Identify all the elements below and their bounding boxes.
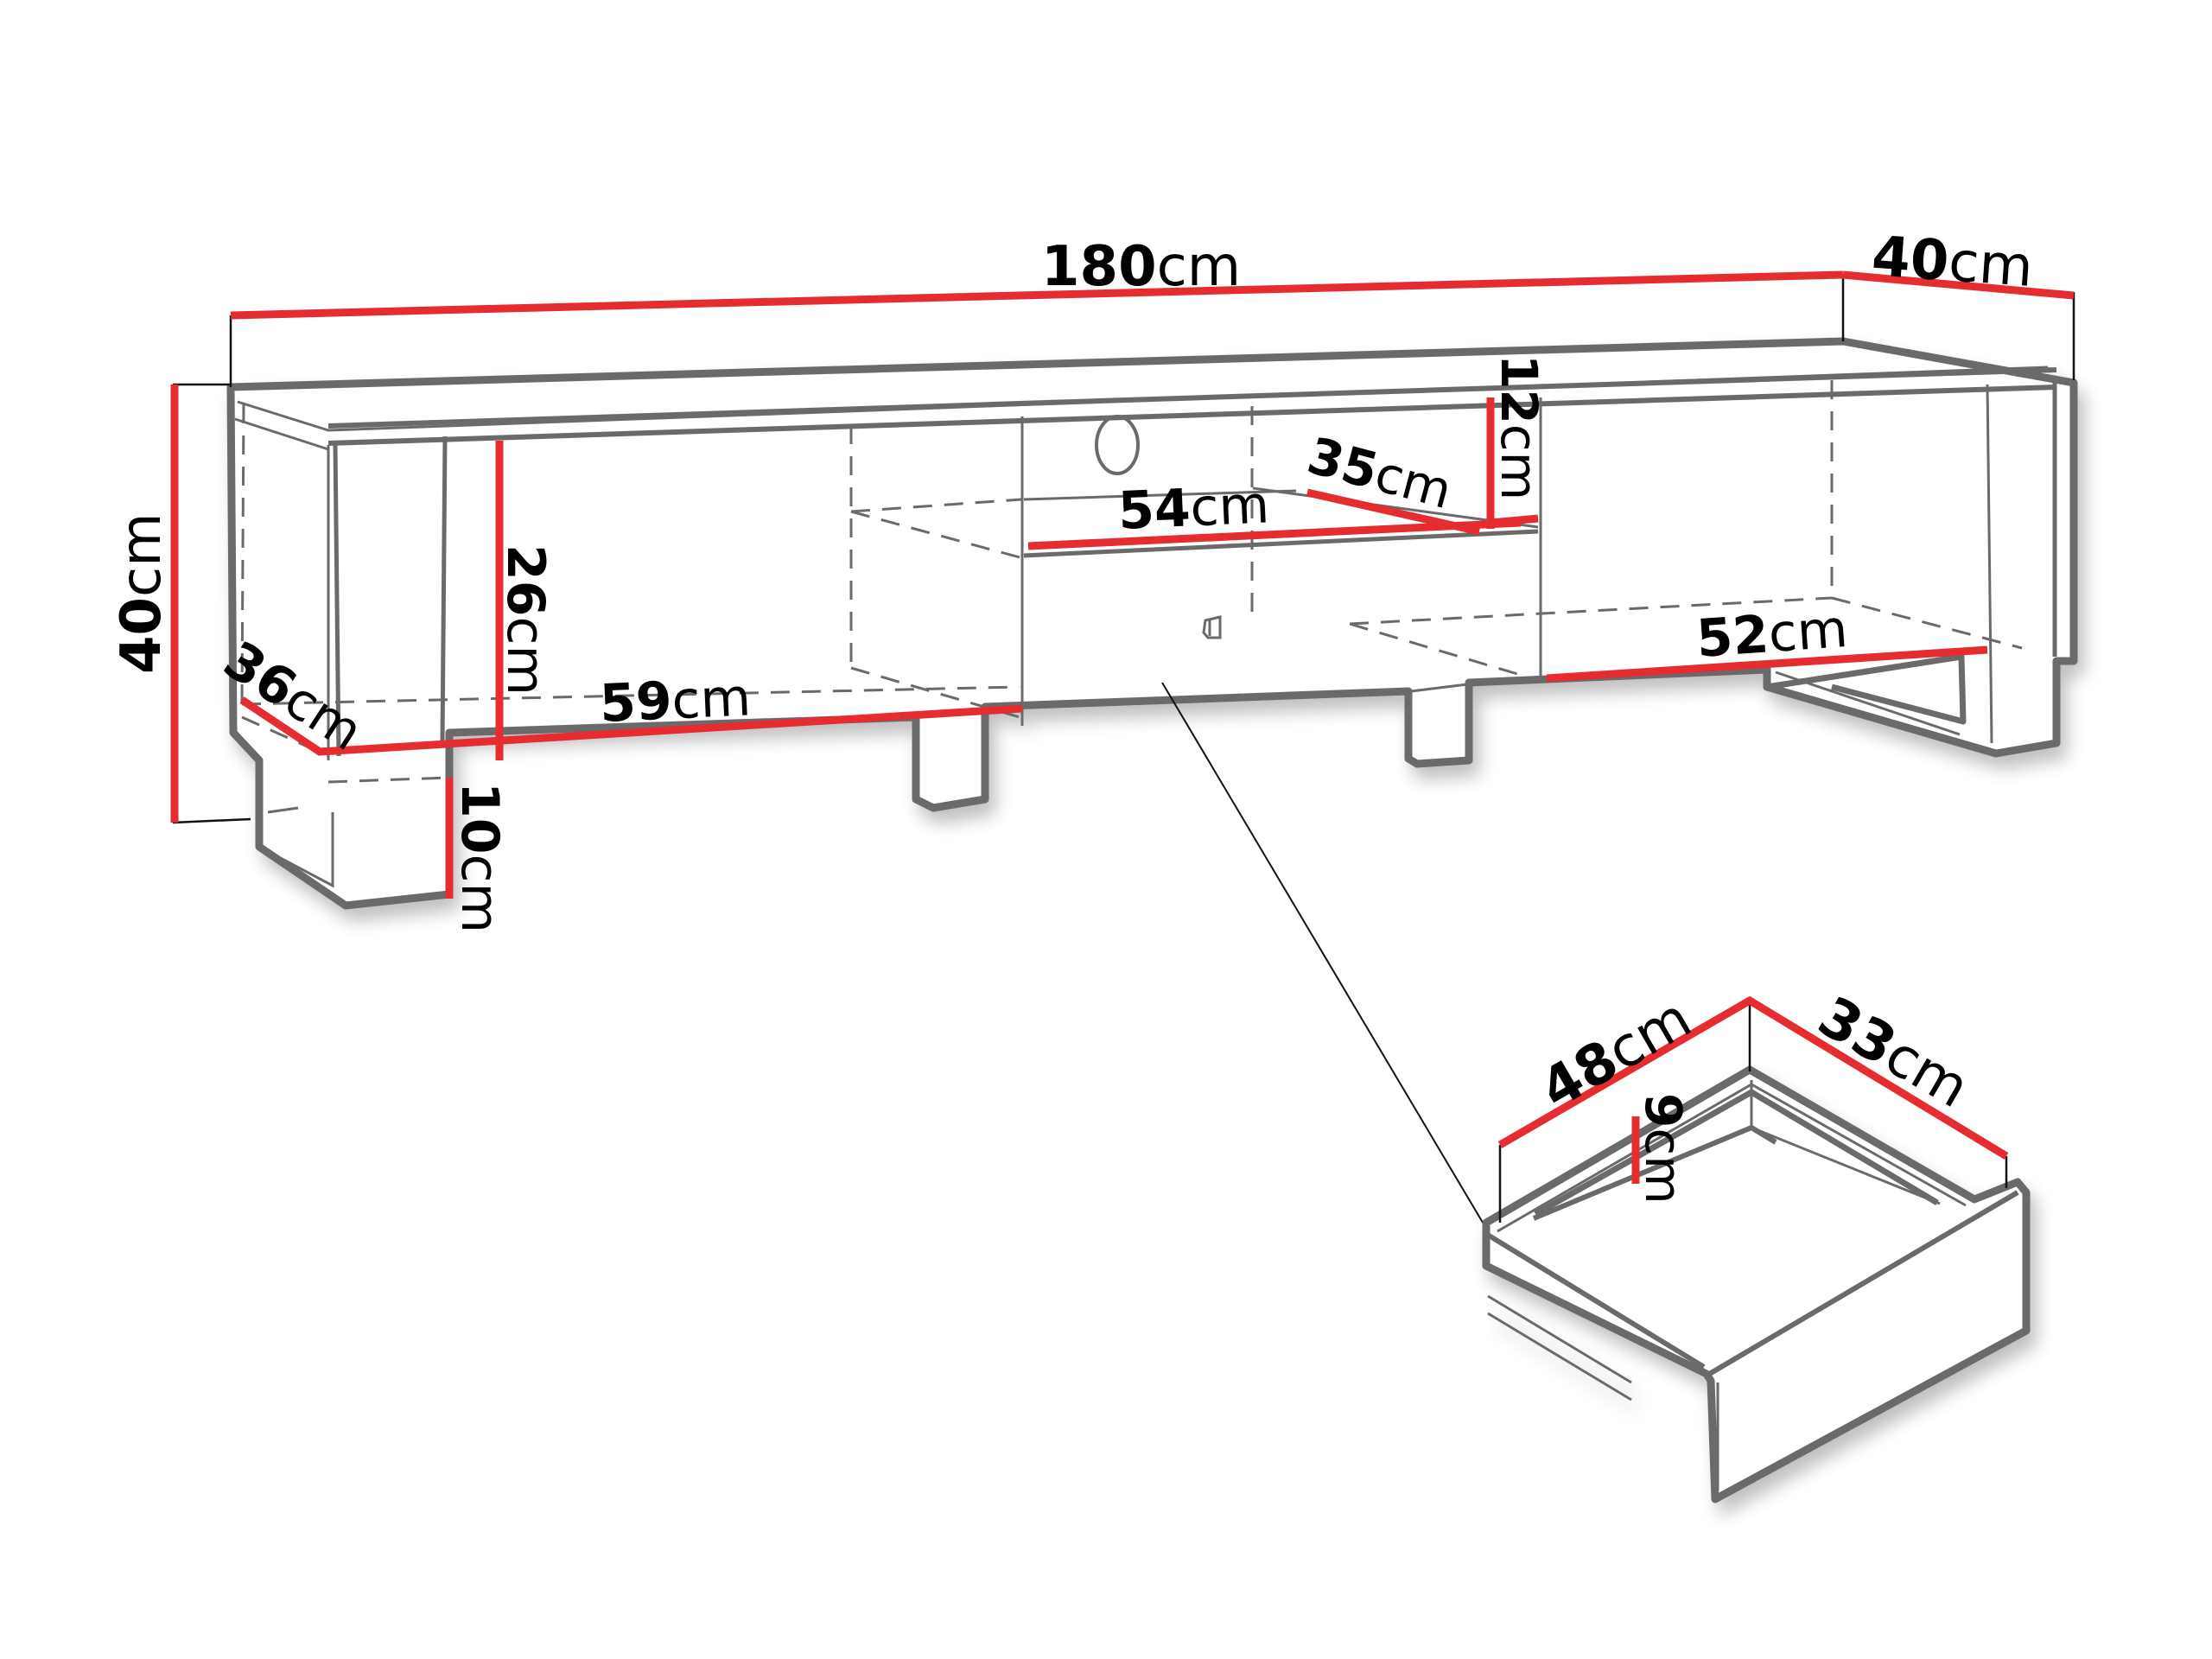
label-drawer-depth: 33cm (1808, 985, 1980, 1121)
label-overall-width: 180cm (1041, 235, 1241, 299)
label-drawer-height: 9cm (1634, 1093, 1693, 1205)
drawer-leader-line (1161, 682, 1489, 1232)
cable-hole-icon (1095, 415, 1140, 475)
dim-line-side-depth-and-59 (239, 696, 1023, 756)
leg-2-top (1410, 683, 1468, 693)
label-leg-height: 10cm (449, 782, 510, 933)
dim-line-overall-width (230, 270, 1844, 320)
label-overall-height: 40cm (110, 512, 174, 674)
top-front-edge (327, 367, 2057, 429)
right-panel-inner (1986, 384, 1993, 744)
dim-line-drawer-width-depth (1497, 995, 2009, 1160)
tv-cabinet-drawing (226, 337, 2078, 910)
drawer-front-top (1705, 1190, 2019, 1378)
dim-line-overall-depth (1842, 270, 2075, 300)
middle-shelf-back (1023, 489, 1297, 501)
label-middle-top-height: 12cm (1490, 354, 1548, 500)
left-panel-inner (440, 435, 448, 744)
top-side-edge (234, 417, 329, 451)
left-leg-detail (267, 806, 299, 814)
drawer-handle-icon (1202, 615, 1222, 639)
dim-line-right-compartment-width (1546, 645, 1988, 683)
cabinet-outline (226, 337, 2078, 910)
left-panel-front (333, 444, 341, 757)
left-leg-inner (257, 773, 334, 888)
right-hidden-floor (1349, 596, 1833, 626)
dim-line-middle-shelf-depth (1306, 488, 1480, 536)
label-right-compartment-width: 52cm (1694, 599, 1849, 670)
left-hidden-lower (327, 776, 450, 784)
left-hidden-edge (240, 404, 245, 705)
dim-line-middle-shelf-width (1027, 518, 1522, 550)
label-middle-shelf-width: 54cm (1117, 474, 1271, 542)
middle-hidden-shelf (850, 498, 1022, 513)
right-hidden-diag (1349, 622, 1541, 683)
right-leg-inner (1766, 653, 1967, 725)
drawer-side-groove-1 (1487, 1294, 1632, 1384)
top-under-edge (327, 385, 2057, 446)
drawer-drawing (1482, 1065, 2031, 1503)
label-compartment-height: 26cm (495, 544, 556, 696)
drawer-left-top-edge (1484, 1231, 1706, 1370)
left-hidden-floor (241, 685, 1020, 706)
label-overall-depth: 40cm (1870, 225, 2035, 300)
middle-shelf-front (1023, 529, 1539, 558)
drawer-floor-right (1751, 1126, 1941, 1205)
drawer-side-groove-2 (1487, 1312, 1632, 1402)
dim-line-middle-top-foot (1490, 514, 1539, 527)
ext-line-height-bottom (172, 817, 251, 824)
label-left-compartment-width: 59cm (599, 667, 753, 734)
right-leg-detail (1775, 671, 1961, 736)
